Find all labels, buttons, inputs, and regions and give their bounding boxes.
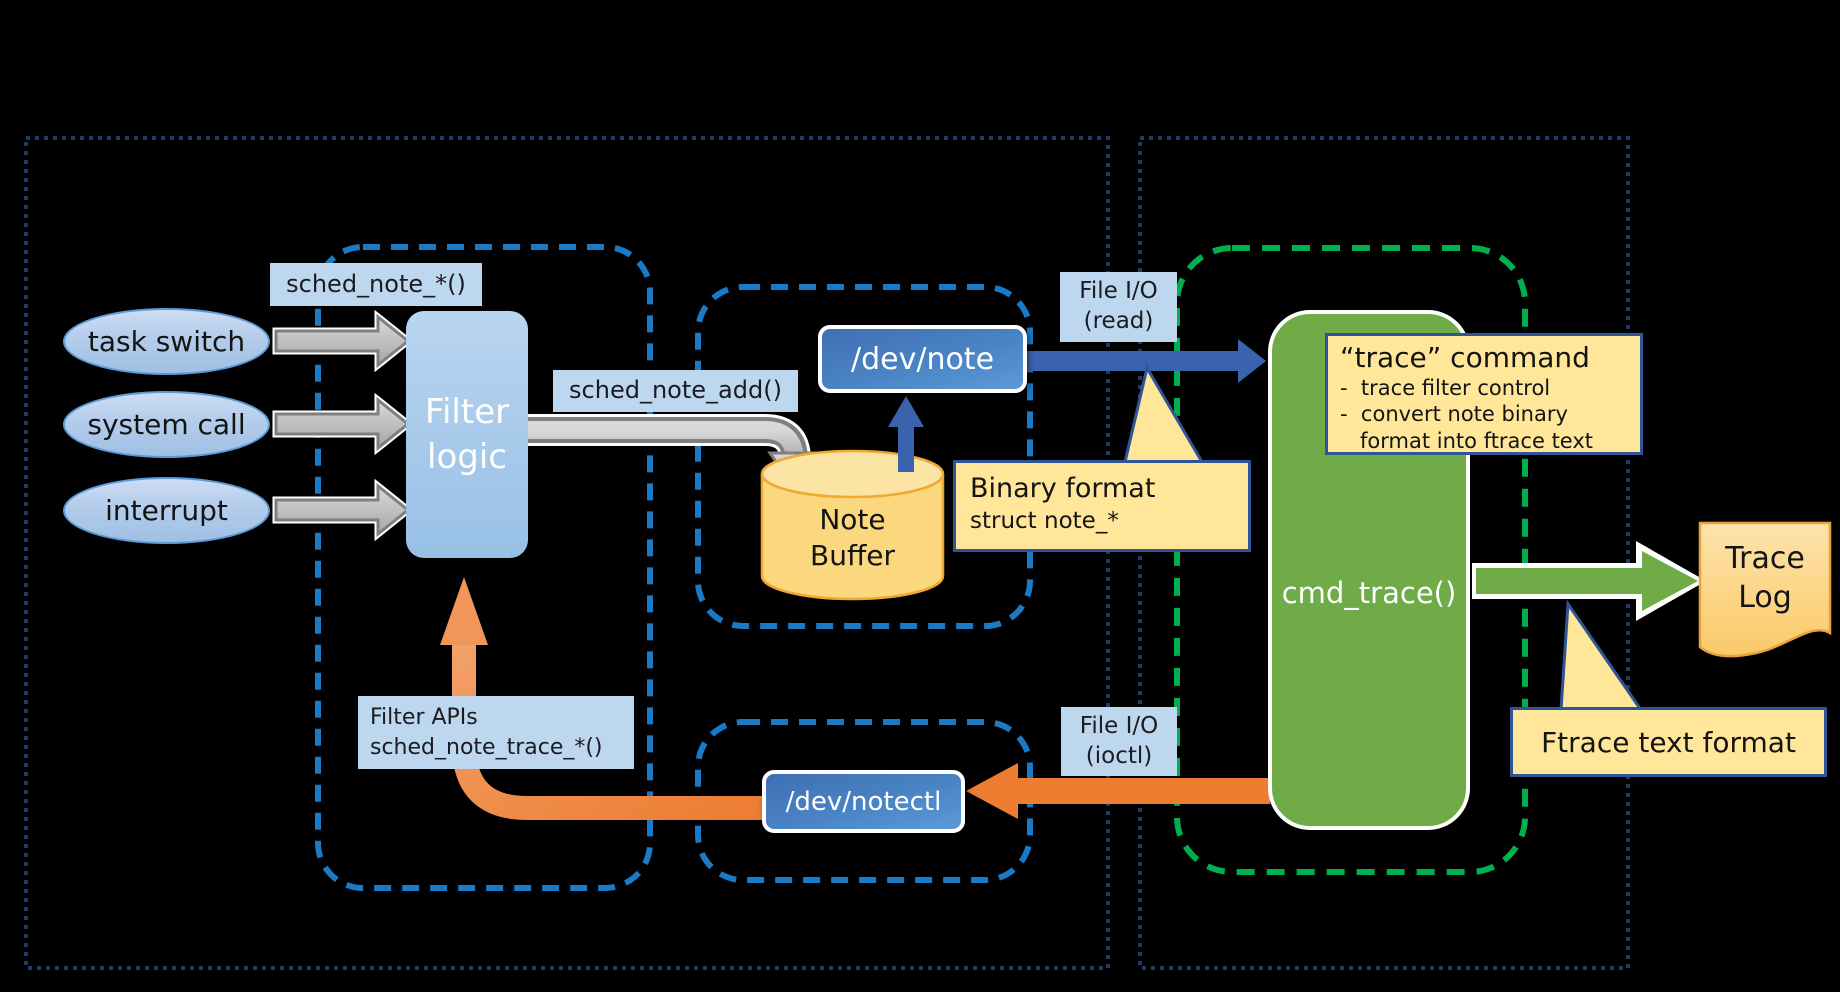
trace-command-bullet-2: - convert note binary: [1340, 402, 1568, 427]
file-io-ioctl-label: File I/O (ioctl): [1061, 707, 1177, 776]
filter-apis-line2: sched_note_trace_*(): [370, 734, 603, 760]
dev-notectl-box: /dev/notectl: [762, 770, 965, 833]
trace-command-title: “trace” command: [1340, 341, 1590, 374]
filter-logic-box: Filter logic: [406, 311, 528, 558]
trace-log-arrow: [1472, 541, 1706, 621]
note-buffer-line1: Note: [819, 502, 886, 536]
interrupt-arrow: [272, 478, 414, 542]
file-io-read-line2: (read): [1083, 308, 1154, 334]
sched-note-label: sched_note_*(): [270, 263, 482, 306]
buffer-to-devnote-arrow: [888, 396, 924, 472]
task-switch-arrow: [272, 309, 414, 373]
interrupt-text: interrupt: [105, 494, 228, 527]
file-io-ioctl-line1: File I/O: [1079, 712, 1159, 739]
note-buffer-cylinder: [760, 449, 945, 601]
filter-logic-line2: logic: [427, 436, 507, 477]
sched-note-add-label: sched_note_add(): [553, 370, 798, 412]
ftrace-format-pointer: [1559, 599, 1644, 712]
ftrace-format-text: Ftrace text format: [1541, 725, 1796, 759]
binary-format-pointer: [1123, 363, 1205, 464]
binary-format-title: Binary format: [970, 473, 1156, 504]
trace-log-line2: Log: [1738, 579, 1792, 615]
trace-command-callout: “trace” command - trace filter control -…: [1325, 333, 1643, 455]
note-buffer-label: Note Buffer: [762, 492, 943, 584]
dev-note-box: /dev/note: [818, 325, 1027, 393]
file-io-read-label: File I/O (read): [1060, 272, 1177, 342]
cmd-trace-text: cmd_trace(): [1281, 576, 1457, 610]
filter-apis-line1: Filter APIs: [370, 704, 478, 730]
trace-command-bullet-1: - trace filter control: [1340, 376, 1551, 400]
filter-apis-label: Filter APIs sched_note_trace_*(): [358, 696, 634, 769]
dev-note-text: /dev/note: [850, 341, 995, 377]
kernel-outer-dotted-box: [24, 136, 1110, 970]
filter-logic-line1: Filter: [424, 392, 510, 433]
filter-logic-dashed-box: [315, 244, 653, 891]
devnote-read-arrow: [1027, 339, 1266, 383]
trace-log-shape: [1698, 521, 1832, 658]
note-buffer-line2: Buffer: [810, 539, 895, 572]
dev-notectl-text: /dev/notectl: [785, 786, 942, 817]
task-switch-text: task switch: [87, 325, 246, 358]
interrupt-ellipse: interrupt: [63, 477, 270, 544]
system-call-text: system call: [87, 408, 246, 441]
trace-command-bullet-3: format into ftrace text: [1340, 428, 1594, 453]
apps-outer-dotted-box: [1138, 136, 1630, 970]
ioctl-arrow: [966, 763, 1270, 819]
binary-format-callout: Binary format struct note_*: [953, 460, 1251, 552]
task-switch-ellipse: task switch: [63, 308, 270, 375]
trace-log-line1: Trace: [1725, 540, 1805, 576]
system-call-ellipse: system call: [63, 391, 270, 458]
file-io-ioctl-line2: (ioctl): [1085, 742, 1153, 769]
ftrace-format-callout: Ftrace text format: [1510, 707, 1827, 777]
trace-log-label: Trace Log: [1700, 530, 1830, 625]
sched-note-label-text: sched_note_*(): [286, 269, 466, 298]
system-call-arrow: [272, 392, 414, 456]
binary-format-subtitle: struct note_*: [970, 508, 1119, 535]
file-io-read-line1: File I/O: [1079, 278, 1158, 305]
note-driver-dashed-box: [695, 284, 1033, 629]
trace-command-dashed-box: [1174, 245, 1528, 875]
sched-note-add-text: sched_note_add(): [569, 376, 782, 405]
